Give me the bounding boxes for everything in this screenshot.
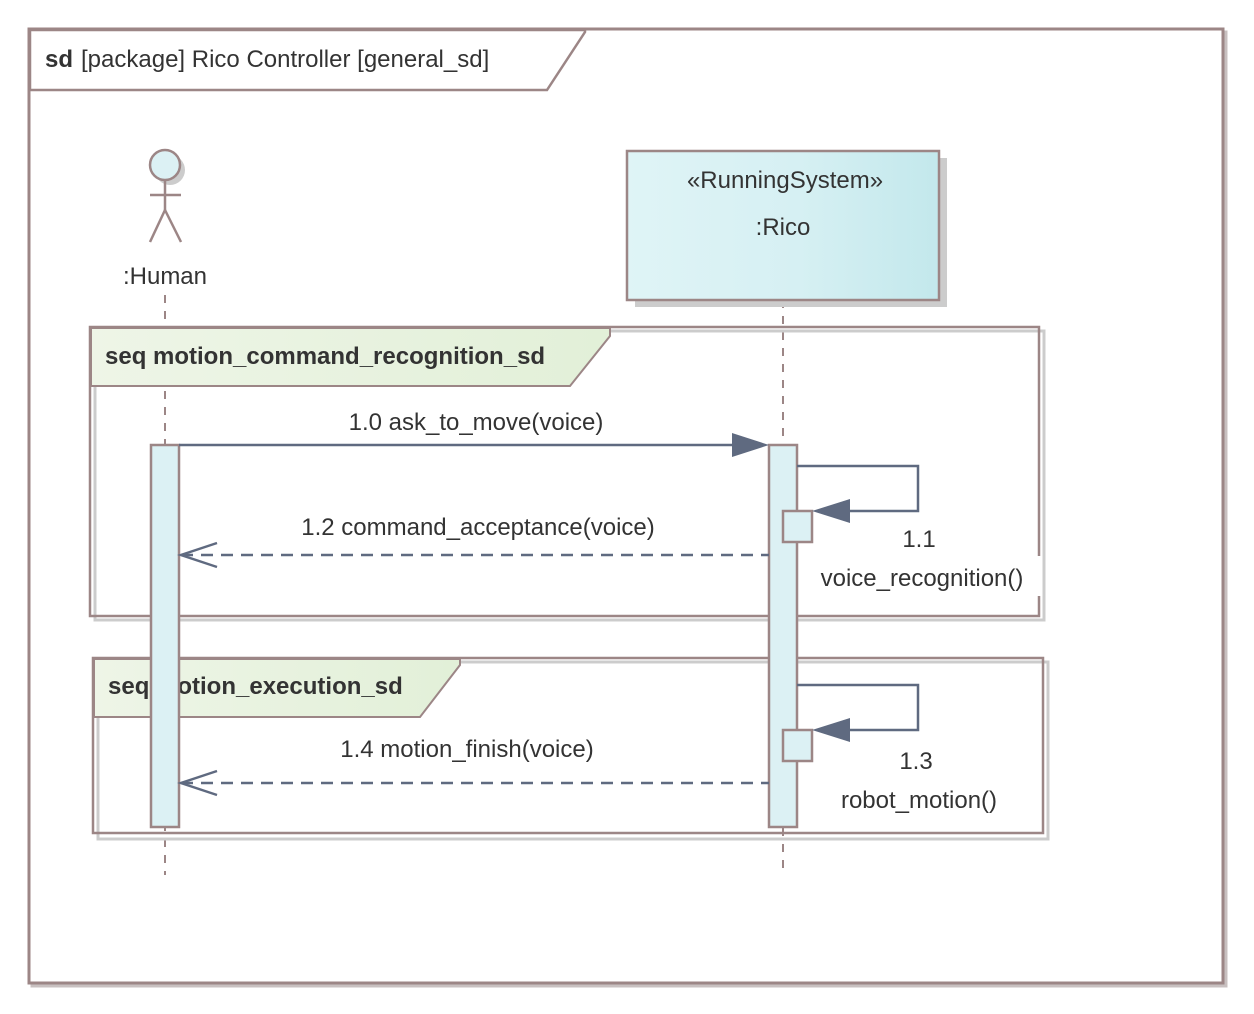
frame-title: sd[package] Rico Controller [general_sd] — [45, 46, 489, 73]
fragment-motion-execution: seq motion_execution_sd — [91, 656, 1050, 841]
fragment-motion-command-recognition: seq motion_command_recognition_sd — [88, 325, 1046, 622]
fragment-tab — [93, 658, 461, 718]
message-motion-finish: 1.4 motion_finish(voice) — [177, 736, 769, 797]
fragment-label: seq motion_command_recognition_sd — [105, 343, 545, 370]
message-robot-motion: 1.3 robot_motion() — [797, 683, 997, 814]
message-label: robot_motion() — [841, 787, 997, 814]
message-command-acceptance: 1.2 command_acceptance(voice) — [177, 514, 769, 569]
frame-tab — [28, 28, 587, 92]
message-ask-to-move: 1.0 ask_to_move(voice) — [179, 409, 769, 457]
rico-lifeline-head: «RunningSystem» :Rico — [625, 149, 947, 307]
human-actor: :Human — [123, 148, 207, 290]
human-activation-bar — [149, 443, 181, 829]
fragment-tab — [90, 327, 611, 387]
open-arrowhead-icon — [177, 769, 218, 797]
arrowhead-icon — [732, 433, 769, 457]
arrowhead-icon — [812, 718, 850, 742]
rico-nested-activation — [781, 728, 814, 763]
message-voice-recognition: 1.1 voice_recognition() — [797, 464, 1042, 596]
actor-head-icon — [148, 148, 182, 182]
rico-nested-activation — [781, 509, 814, 544]
rico-name: :Rico — [756, 214, 811, 241]
message-number: 1.1 — [902, 526, 935, 553]
rico-activation-bar — [767, 443, 799, 829]
arrowhead-icon — [812, 499, 850, 523]
message-label: 1.0 ask_to_move(voice) — [349, 409, 604, 436]
message-number: 1.3 — [899, 748, 932, 775]
message-label: 1.2 command_acceptance(voice) — [301, 514, 655, 541]
message-label: 1.4 motion_finish(voice) — [340, 736, 593, 763]
rico-stereotype: «RunningSystem» — [687, 167, 883, 194]
human-lifeline-name: :Human — [123, 263, 207, 290]
open-arrowhead-icon — [177, 541, 218, 569]
message-label: voice_recognition() — [821, 565, 1024, 592]
